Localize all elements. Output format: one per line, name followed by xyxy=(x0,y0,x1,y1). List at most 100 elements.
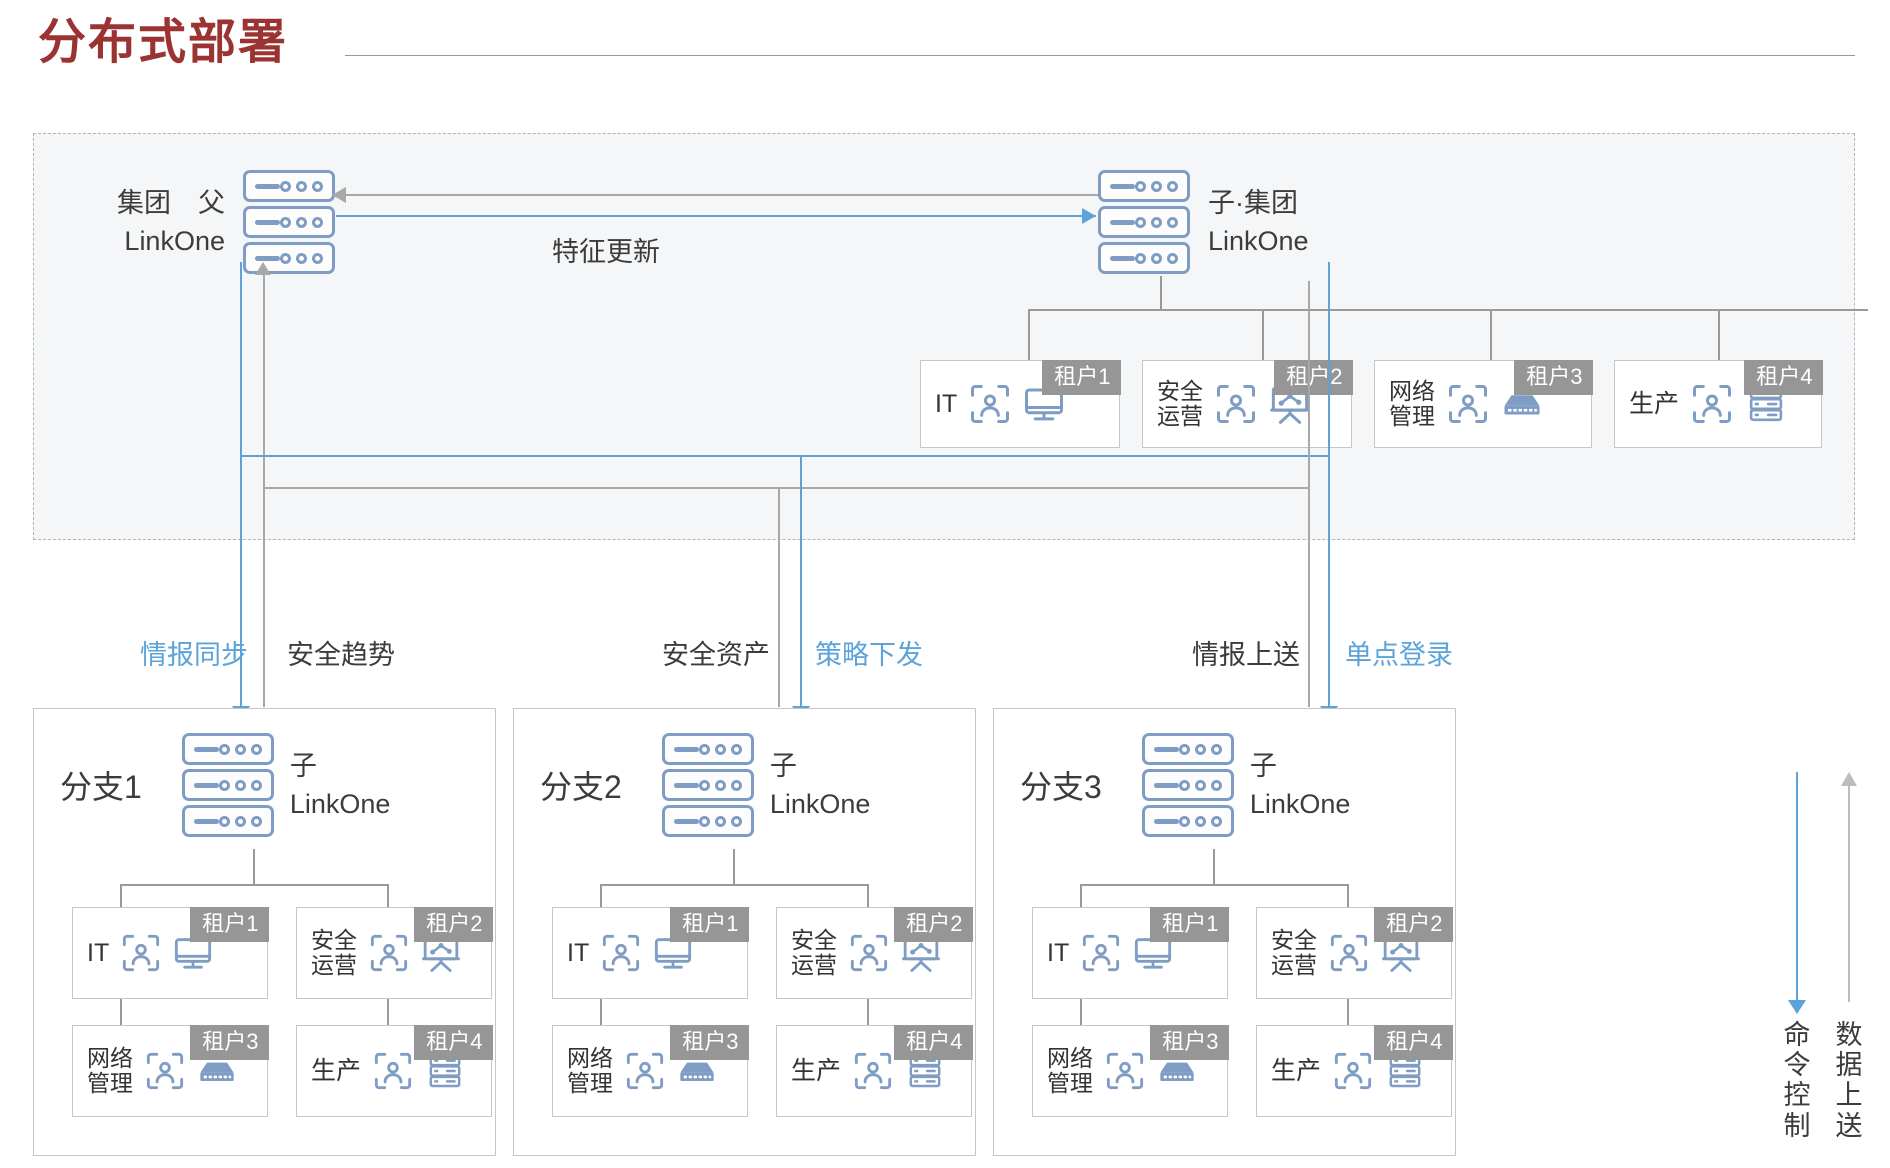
branch-link-left xyxy=(120,999,122,1025)
tenant-name: 网络管理 xyxy=(1047,1046,1093,1096)
tenant-box[interactable]: 租户2 安全运营 xyxy=(296,906,493,999)
user-frame-icon xyxy=(369,933,409,973)
tenant-name: 生产 xyxy=(1629,390,1679,418)
user-frame-icon xyxy=(1333,1051,1373,1091)
tenant-name: 安全运营 xyxy=(1271,928,1317,978)
arrow-right-icon xyxy=(1082,208,1096,224)
tenant-tag: 租户2 xyxy=(1274,359,1353,395)
subgroup-bus xyxy=(1028,309,1868,311)
branch-drop-left xyxy=(600,884,602,908)
tenant-name: 安全运营 xyxy=(311,928,357,978)
user-frame-icon xyxy=(853,1051,893,1091)
tenant-name-line: 网络 xyxy=(567,1045,613,1072)
server-rack-icon xyxy=(905,1051,945,1091)
branch-title: 分支3 xyxy=(1020,769,1102,805)
tenant-box[interactable]: 租户1 IT xyxy=(72,906,269,999)
tenant-name-line: 生产 xyxy=(1271,1056,1322,1085)
user-frame-icon xyxy=(145,1051,185,1091)
tenant-box[interactable]: 租户1 IT xyxy=(1032,906,1229,999)
branch2-blue-drop xyxy=(792,457,810,720)
server-stack-icon xyxy=(243,170,335,274)
branch-drop-left xyxy=(1080,884,1082,908)
tenant-box[interactable]: 租户2 安全运营 xyxy=(776,906,973,999)
branch-tenant-grid: 租户1 IT 租户2 安全运营 xyxy=(72,906,493,1117)
data-upload-label: 数据上送 xyxy=(1835,1020,1863,1141)
tenant-box[interactable]: 租户2 安全运营 xyxy=(1142,359,1353,448)
branch-drop-right xyxy=(387,884,389,908)
branch-header[interactable]: 分支1 子 LinkOne xyxy=(60,733,495,837)
branch-link-right xyxy=(1347,999,1349,1025)
flow-label-1: 安全趋势 xyxy=(287,640,395,670)
tenant-tag: 租户3 xyxy=(670,1024,749,1060)
tenant-name: 网络管理 xyxy=(87,1046,133,1096)
tenant-name-line: IT xyxy=(935,389,958,418)
user-frame-icon xyxy=(849,933,889,973)
user-frame-icon xyxy=(373,1051,413,1091)
tenant-box[interactable]: 租户3 网络管理 xyxy=(1374,359,1593,448)
user-frame-icon xyxy=(1215,383,1257,425)
tenant-box[interactable]: 租户3 网络管理 xyxy=(72,1024,269,1117)
tenant-box[interactable]: 租户1 IT xyxy=(552,906,749,999)
tenant-box[interactable]: 租户4 生产 xyxy=(776,1024,973,1117)
tenant-tag: 租户4 xyxy=(414,1024,493,1060)
branch-stem xyxy=(253,849,255,885)
branch-node-label: 子 LinkOne xyxy=(289,750,391,819)
arrow-up-icon xyxy=(1841,772,1857,786)
branch-title: 分支1 xyxy=(60,769,142,805)
server-stack-icon xyxy=(1098,170,1190,274)
tenant-box[interactable]: 租户4 生产 xyxy=(296,1024,493,1117)
flow-label-5: 单点登录 xyxy=(1345,640,1453,670)
branch-link-left xyxy=(600,999,602,1025)
parent-blue-trunk xyxy=(240,262,242,578)
server-stack-icon xyxy=(661,733,754,837)
tenant-name-line: 管理 xyxy=(1389,403,1435,429)
server-stack-icon xyxy=(181,733,274,837)
tenant-tag: 租户4 xyxy=(1374,1024,1453,1060)
subgroup-linkone-label: 子·集团 LinkOne xyxy=(1208,187,1309,256)
gray-collection-bus xyxy=(263,487,1310,489)
tenant-name: IT xyxy=(87,939,109,967)
arrow-down-icon xyxy=(1788,1000,1806,1014)
arrow-up-icon xyxy=(255,262,271,275)
tenant-name-line: 管理 xyxy=(567,1070,613,1096)
tenant-tag: 租户4 xyxy=(894,1024,973,1060)
subgroup-stem xyxy=(1160,276,1162,310)
branch-bus xyxy=(1080,884,1348,886)
parent-linkone-node[interactable]: 集团 父 LinkOne xyxy=(95,170,335,274)
subgroup-gray-down xyxy=(1308,281,1310,489)
tenant-name-line: 管理 xyxy=(87,1070,133,1096)
flow-label-2: 安全资产 xyxy=(662,640,770,670)
branch-drop-right xyxy=(867,884,869,908)
tenant-name-line: 网络 xyxy=(1047,1045,1093,1072)
tenant-name: 生产 xyxy=(791,1056,842,1085)
branch-header[interactable]: 分支2 子 LinkOne xyxy=(540,733,975,837)
branch-tenant-grid: 租户1 IT 租户2 安全运营 xyxy=(552,906,973,1117)
tenant-box[interactable]: 租户3 网络管理 xyxy=(1032,1024,1229,1117)
user-frame-icon xyxy=(1447,383,1489,425)
tenant-name-line: 生产 xyxy=(791,1056,842,1085)
command-control-label: 命令控制 xyxy=(1783,1020,1811,1141)
tenant-box[interactable]: 租户1 IT xyxy=(920,359,1121,448)
subgroup-linkone-node[interactable]: 子·集团 LinkOne xyxy=(1098,170,1309,274)
blue-distribution-bus xyxy=(240,455,1330,457)
network-switch-icon xyxy=(677,1051,717,1091)
tenant-box[interactable]: 租户4 生产 xyxy=(1614,359,1823,448)
parent-gray-trunk xyxy=(263,272,265,572)
branch1-gray-drop xyxy=(263,487,265,707)
flow-label-4: 情报上送 xyxy=(1192,640,1300,670)
branch-header[interactable]: 分支3 子 LinkOne xyxy=(1020,733,1455,837)
tenant-box[interactable]: 租户3 网络管理 xyxy=(552,1024,749,1117)
tenant-name-line: 运营 xyxy=(791,952,837,978)
tenant-box[interactable]: 租户2 安全运营 xyxy=(1256,906,1453,999)
tenant-name-line: 生产 xyxy=(311,1056,362,1085)
branch-panel-3: 分支3 子 LinkOne 租户1 IT 租 xyxy=(993,708,1456,1156)
branch-node-label: 子 LinkOne xyxy=(1249,750,1351,819)
tenant-name-line: 安全 xyxy=(791,927,837,954)
branch-tenant-grid: 租户1 IT 租户2 安全运营 xyxy=(1032,906,1453,1117)
tenant-box[interactable]: 租户4 生产 xyxy=(1256,1024,1453,1117)
user-frame-icon xyxy=(1081,933,1121,973)
tenant-tag: 租户1 xyxy=(1042,359,1121,395)
branch-stem xyxy=(733,849,735,885)
tenant-name-line: 安全 xyxy=(311,927,357,954)
tenant-tag: 租户3 xyxy=(1150,1024,1229,1060)
